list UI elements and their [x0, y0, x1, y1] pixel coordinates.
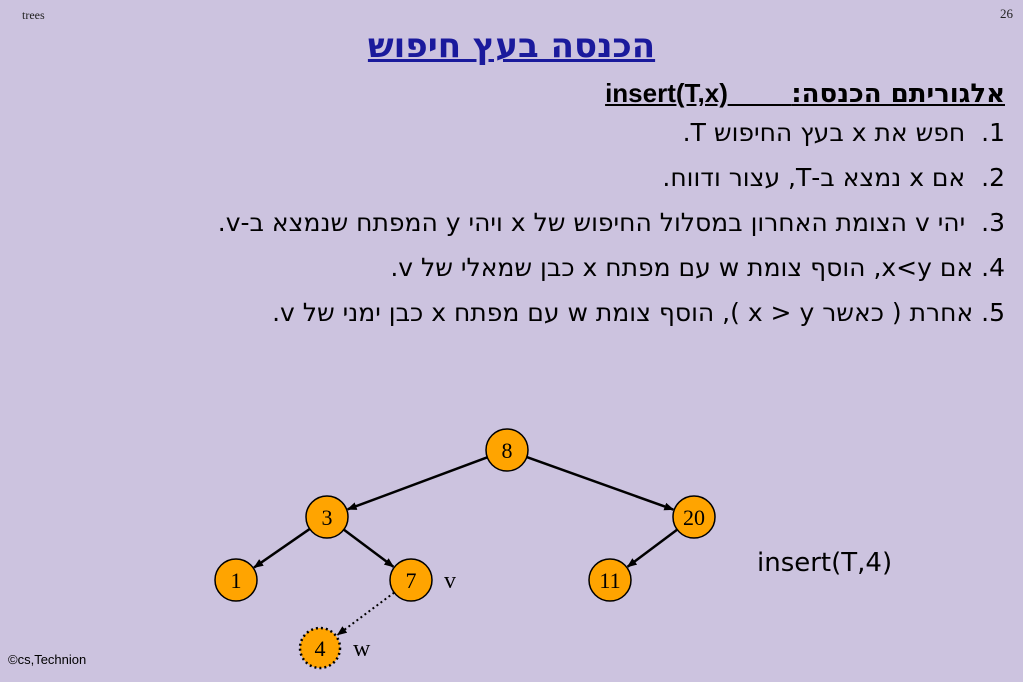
step-1: 1. חפש את x בעץ החיפוש T.	[5, 118, 1005, 148]
tree-node-circle	[588, 558, 632, 602]
tree-node-8: 8	[485, 428, 529, 472]
algorithm-signature: insert(T,x)	[605, 78, 728, 108]
step-number: 1.	[981, 118, 1005, 147]
tree-node-key: 7	[406, 568, 417, 593]
step-number: 3.	[981, 208, 1005, 237]
tree-edge-n3-n1	[253, 527, 311, 569]
tree-edge-n20-n11	[626, 528, 678, 568]
tree-node-1: 1	[214, 558, 258, 602]
tree-node-11: 11	[588, 558, 632, 602]
tree-node-20: 20	[672, 495, 716, 539]
step-text: יהי v הצומת האחרון במסלול החיפוש של x וי…	[217, 208, 966, 237]
algorithm-heading-label: אלגוריתם הכנסה:	[791, 79, 1005, 109]
step-4: 4. אם x<y, הוסף צומת w עם מפתח x כבן שמא…	[5, 253, 1005, 283]
tree-node-circle	[214, 558, 258, 602]
header-course-label: trees	[22, 8, 45, 22]
tree-node-circle	[298, 626, 342, 670]
tree-node-circle	[305, 495, 349, 539]
step-number: 4.	[981, 253, 1005, 282]
tree-node-key: 4	[315, 636, 326, 661]
tree-node-key: 20	[683, 505, 705, 530]
tree-edge-n8-n3	[346, 456, 488, 511]
step-number: 2.	[981, 163, 1005, 192]
step-2: 2. אם x נמצא ב-T, עצור ודווח.	[5, 163, 1005, 193]
tree-node-key: 3	[322, 505, 333, 530]
tree-node-circle	[389, 558, 433, 602]
insert-call-label: insert(T,4)	[757, 548, 893, 578]
step-5: 5. אחרת ( כאשר x > y ), הוסף צומת w עם מ…	[5, 298, 1005, 328]
copyright-footer: ©cs,Technion	[8, 652, 87, 667]
tree-node-3: 3	[305, 495, 349, 539]
tree-edge-n3-n7	[343, 528, 395, 568]
tree-node-key: 11	[599, 568, 620, 593]
step-number: 5.	[981, 298, 1005, 327]
algorithm-steps: 1. חפש את x בעץ החיפוש T. 2. אם x נמצא ב…	[5, 118, 1005, 343]
tree-node-key: 1	[231, 568, 242, 593]
tree-edge-n8-n20	[526, 455, 675, 511]
tree-node-key: 8	[502, 438, 513, 463]
slide-title: הכנסה בעץ חיפוש	[367, 26, 656, 66]
step-text: אחרת ( כאשר x > y ), הוסף צומת w עם מפתח…	[272, 298, 974, 327]
algorithm-heading: אלגוריתם הכנסה: insert(T,x)	[605, 78, 1005, 109]
step-3: 3. יהי v הצומת האחרון במסלול החיפוש של x…	[5, 208, 1005, 238]
tree-node-circle	[485, 428, 529, 472]
step-text: חפש את x בעץ החיפוש T.	[682, 118, 966, 147]
page-number: 26	[1000, 6, 1013, 21]
tree-node-tag-w: w	[353, 636, 371, 662]
tree-edge-n7-n4	[336, 591, 395, 636]
tree-node-circle	[672, 495, 716, 539]
step-text: אם x נמצא ב-T, עצור ודווח.	[662, 163, 966, 192]
tree-node-tag-v: v	[444, 568, 456, 594]
step-text: אם x<y, הוסף צומת w עם מפתח x כבן שמאלי …	[390, 253, 974, 282]
